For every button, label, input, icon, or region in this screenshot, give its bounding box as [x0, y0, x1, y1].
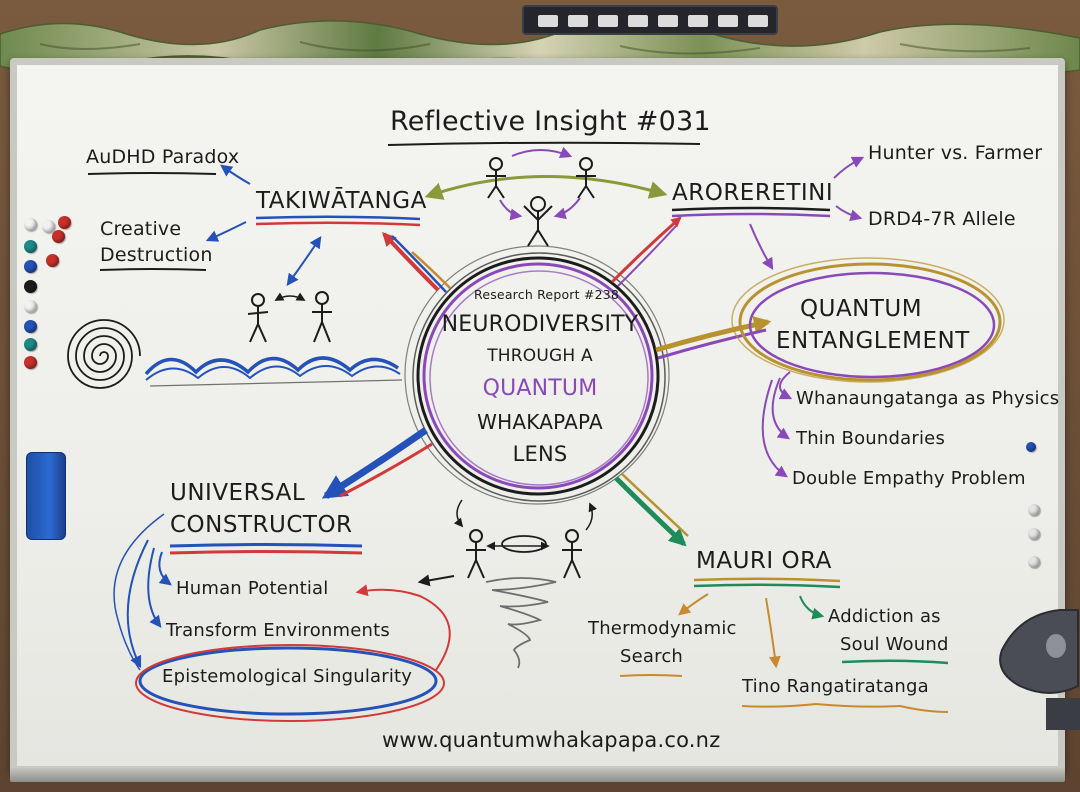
- magnet-icon: [58, 216, 71, 229]
- arrow-to-takiwatanga: [382, 231, 440, 292]
- universal-item: Epistemological Singularity: [162, 666, 413, 687]
- mauri-ora-item: Addiction as: [828, 606, 941, 627]
- tornado-icon: [485, 577, 557, 669]
- stick-figure-icon: [247, 291, 332, 343]
- page-title: Reflective Insight #031: [390, 106, 711, 137]
- center-circle: [404, 245, 670, 505]
- spiral-icon: [67, 319, 141, 389]
- arrow-to-universal: [321, 427, 428, 499]
- magnet-icon: [1028, 528, 1040, 540]
- magnet-icon: [24, 320, 37, 333]
- eraser-icon: [26, 452, 66, 540]
- arrow-to-quantum: [655, 316, 772, 353]
- aroreretini-item: DRD4-7R Allele: [868, 208, 1016, 230]
- center-title-line-1: NEURODIVERSITY: [441, 312, 639, 337]
- magnet-icon: [1028, 504, 1040, 516]
- website-link[interactable]: www.quantumwhakapapa.co.nz: [382, 728, 721, 752]
- olive-connector: [424, 175, 668, 200]
- center-title-line-4: WHAKAPAPA: [477, 410, 603, 434]
- quantum-ellipse: [731, 257, 1005, 383]
- singularity-ellipse: [135, 644, 445, 722]
- quantum-item: Double Empathy Problem: [792, 468, 1026, 489]
- magnet-icon: [24, 280, 37, 293]
- center-title-line-2: THROUGH A: [487, 346, 593, 366]
- mauri-ora-item: Thermodynamic: [588, 618, 737, 639]
- center-title-line-3: QUANTUM: [482, 376, 598, 401]
- report-label: Research Report #238: [474, 287, 620, 302]
- center-title-line-5: LENS: [512, 442, 568, 466]
- magnet-icon: [52, 230, 65, 243]
- universal-heading-line-2: CONSTRUCTOR: [170, 512, 353, 538]
- title-underline: [387, 141, 701, 146]
- takiwatanga-item: Destruction: [100, 244, 213, 266]
- lamp-icon: [999, 609, 1080, 730]
- wave-icon: [144, 356, 403, 387]
- magnet-icon: [1026, 442, 1036, 452]
- marker-tray: [10, 768, 1065, 782]
- arrow-to-mauri: [614, 476, 687, 547]
- mauri-ora-item: Soul Wound: [840, 634, 949, 655]
- magnet-icon: [24, 300, 37, 313]
- mauri-ora-item: Search: [620, 646, 684, 667]
- universal-item: Transform Environments: [166, 620, 390, 641]
- magnet-icon: [46, 254, 59, 267]
- magnet-icon: [24, 240, 37, 253]
- magnet-icon: [24, 356, 37, 369]
- magnet-icon: [24, 338, 37, 351]
- quantum-item: Whanaungatanga as Physics: [796, 388, 1060, 409]
- stick-figure-icon: [486, 157, 596, 247]
- mauri-ora-heading: MAURI ORA: [696, 548, 832, 574]
- stick-figure-icon: [466, 529, 582, 579]
- magnet-icon: [42, 220, 55, 233]
- universal-item: Human Potential: [176, 578, 329, 599]
- arrow-to-aroreretini: [610, 216, 682, 284]
- quantum-heading-line-1: QUANTUM: [800, 296, 923, 322]
- quantum-item: Thin Boundaries: [796, 428, 946, 449]
- aroreretini-item: Hunter vs. Farmer: [868, 142, 1043, 164]
- universal-heading-line-1: UNIVERSAL: [170, 480, 306, 506]
- magnet-icon: [24, 260, 37, 273]
- quantum-heading-line-2: ENTANGLEMENT: [776, 328, 970, 354]
- takiwatanga-item: Creative: [100, 218, 182, 240]
- magnet-icon: [1028, 556, 1040, 568]
- takiwatanga-item: AuDHD Paradox: [86, 146, 240, 168]
- aroreretini-heading: ARORERETINI: [672, 180, 834, 206]
- power-strip: [522, 5, 778, 35]
- magnet-icon: [24, 218, 37, 231]
- mauri-ora-item: Tino Rangatiratanga: [742, 676, 929, 697]
- takiwatanga-heading: TAKIWĀTANGA: [256, 188, 427, 214]
